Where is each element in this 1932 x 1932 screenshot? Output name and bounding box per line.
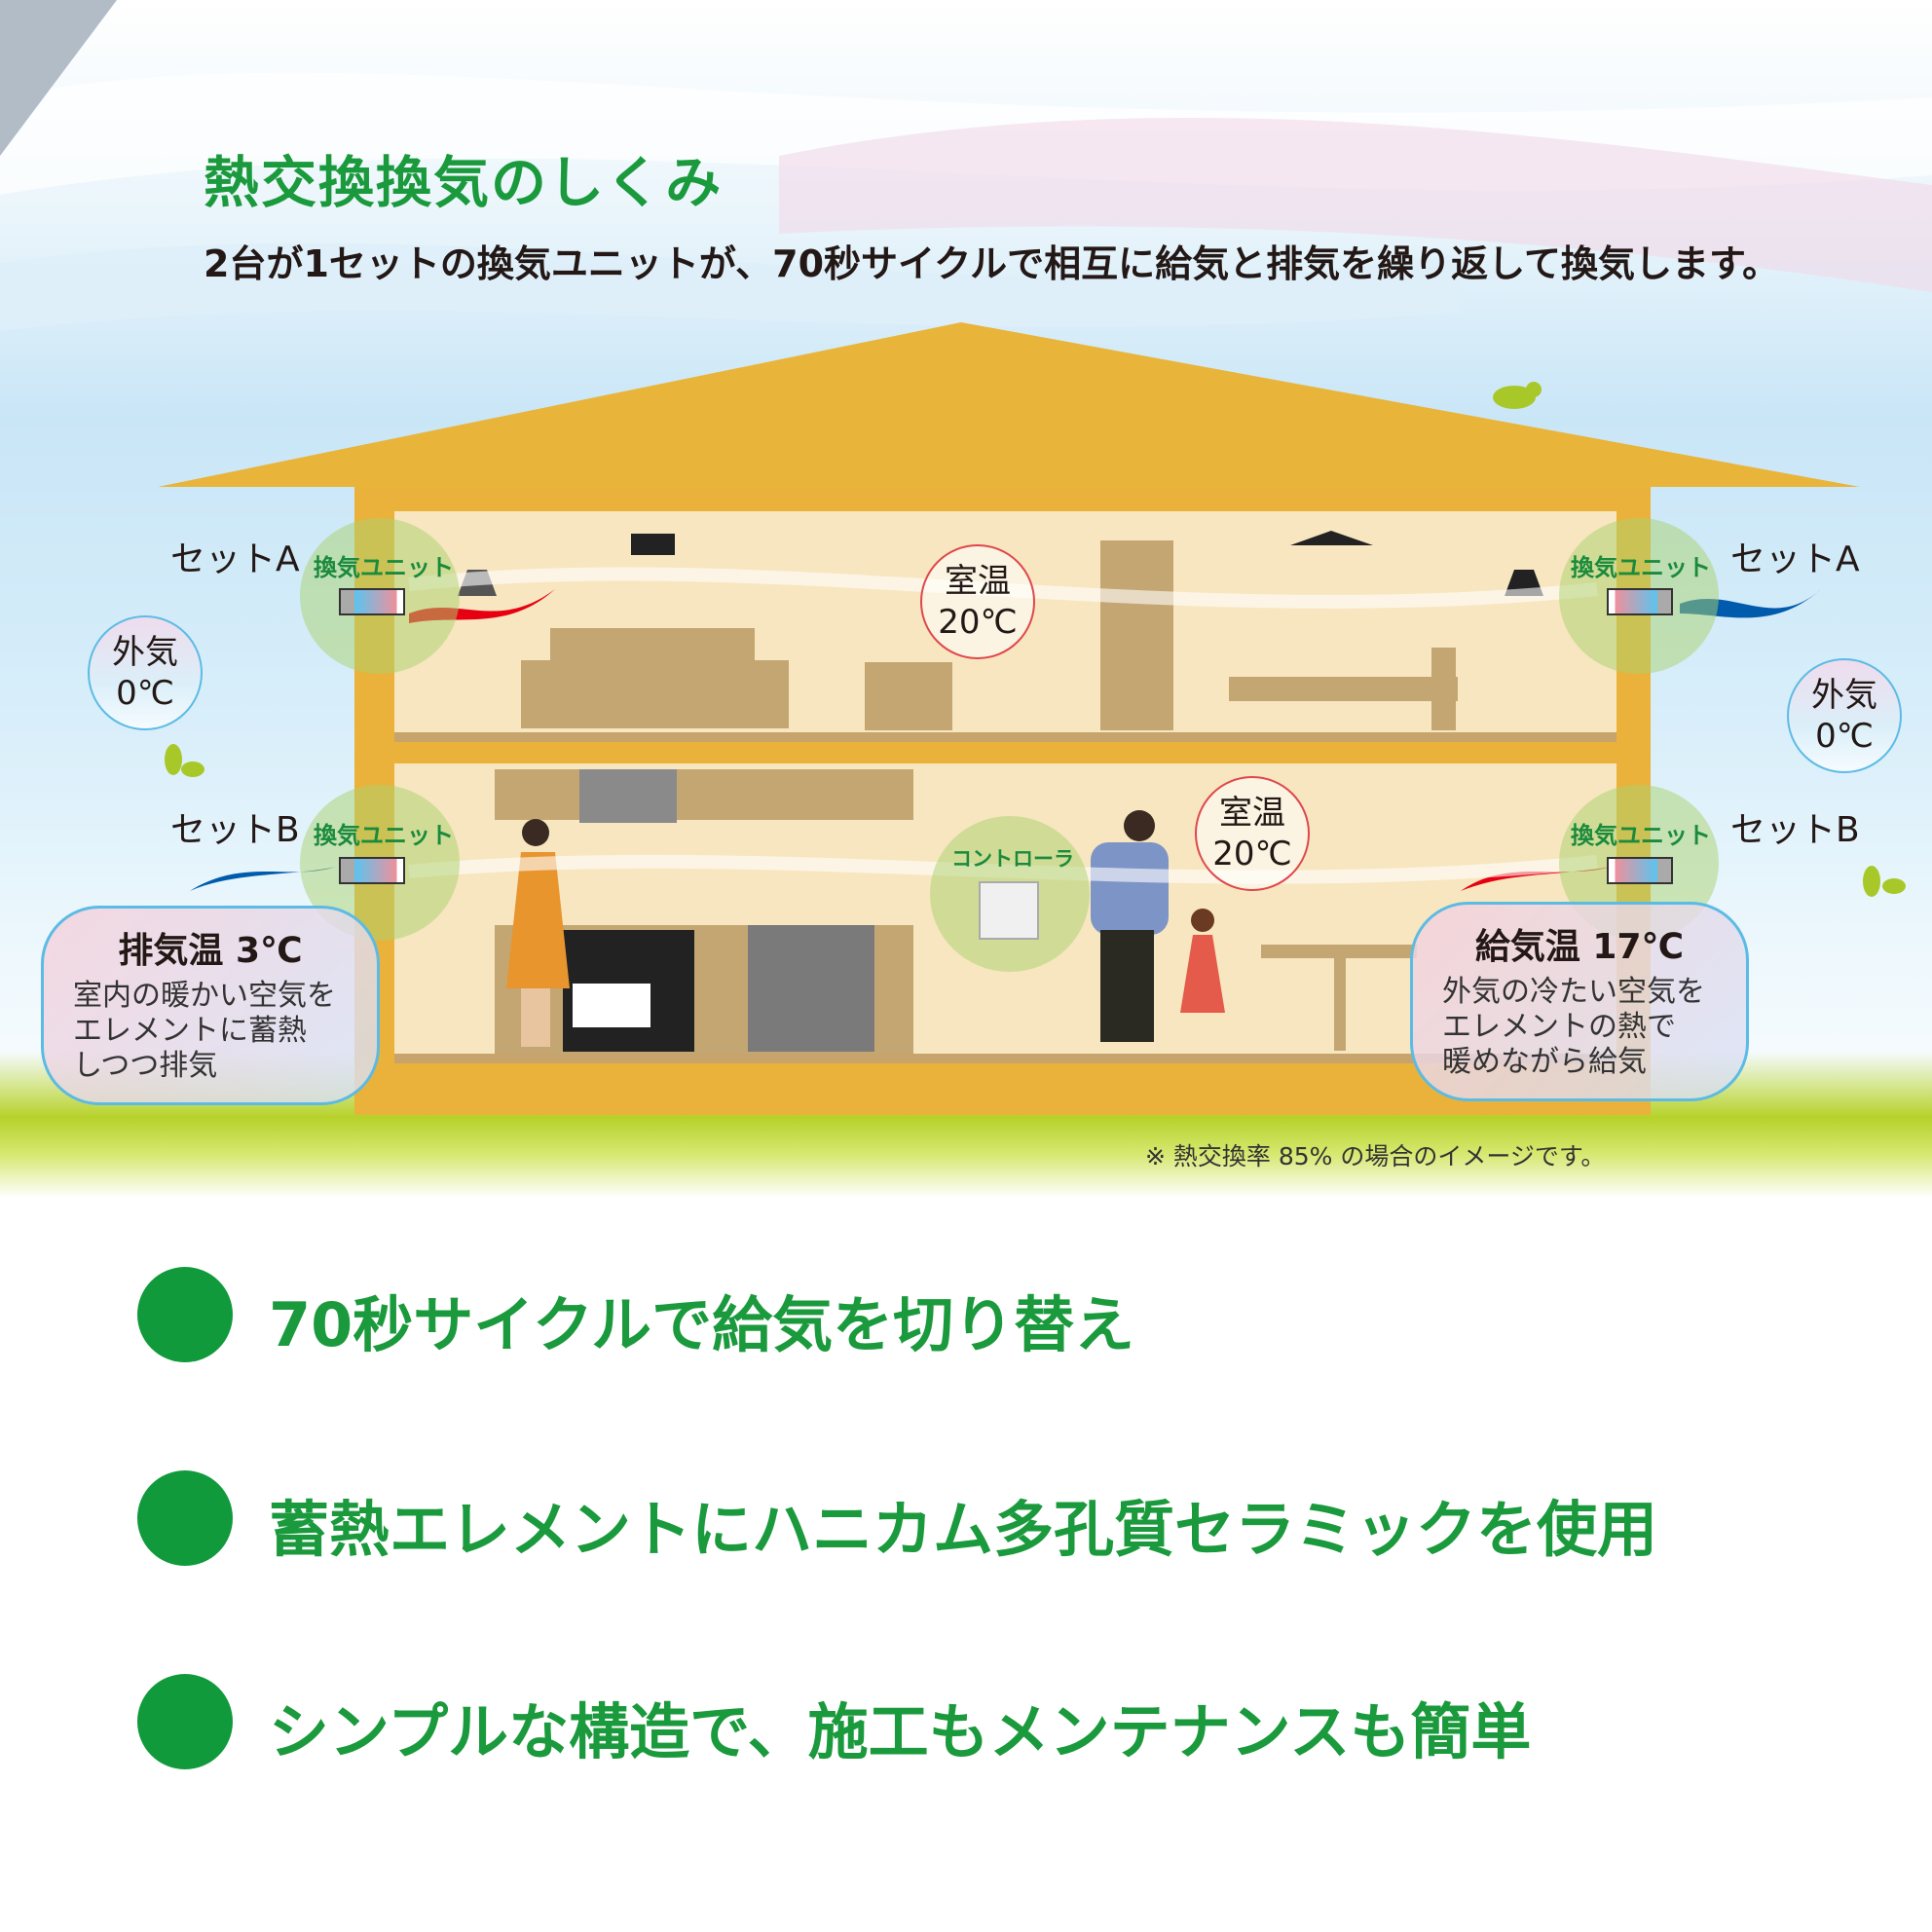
room-temp-label: 室温 (945, 562, 1011, 601)
ventilation-unit-icon (1607, 588, 1673, 615)
exhaust-desc-line: 室内の暖かい空気を (73, 979, 336, 1013)
room-temp-label: 室温 (1219, 794, 1285, 833)
roof (158, 322, 1860, 487)
bird-icon (1493, 382, 1542, 409)
exhaust-temp-title: 排気温 3℃ (118, 931, 303, 971)
corner-decoration (0, 0, 117, 156)
set-a-label: セットA (170, 539, 300, 579)
ceiling-lamp (1290, 531, 1373, 545)
unit-label: 換気ユニット (314, 822, 454, 849)
bullet-dot-icon (137, 1674, 233, 1769)
room-temp-value: 20℃ (1212, 835, 1292, 873)
butterfly-icon (1863, 866, 1906, 897)
outside-air-bubble: 外気 0℃ (1787, 658, 1902, 773)
feature-item: 蓄熱エレメントにハニカム多孔質セラミックを使用 (269, 1494, 1658, 1565)
dishwasher (748, 925, 874, 1052)
ventilation-unit-icon (339, 857, 405, 884)
exhaust-desc-line: エレメントに蓄熱 (73, 1014, 307, 1048)
room-temp-value: 20℃ (938, 603, 1018, 642)
footnote: ※ 熱交換率 85% の場合のイメージです。 (1145, 1142, 1606, 1170)
supply-desc-line: 暖めながら給気 (1442, 1045, 1647, 1079)
controller-label: コントローラ (951, 847, 1074, 871)
set-a-label: セットA (1730, 539, 1860, 579)
cold-air-flow (190, 867, 336, 891)
room-temp-bubble: 室温 20℃ (1195, 776, 1310, 891)
exhaust-info-box: 排気温 3℃ 室内の暖かい空気を エレメントに蓄熱 しつつ排気 (41, 906, 380, 1105)
woman-figure (506, 819, 570, 1047)
room-temp-bubble: 室温 20℃ (920, 544, 1035, 659)
controller-panel-icon (979, 881, 1039, 940)
supply-temp-title: 給気温 17℃ (1474, 927, 1685, 967)
butterfly-icon (165, 744, 204, 777)
lower-floor (394, 1054, 1616, 1063)
ventilation-unit-icon (339, 588, 405, 615)
outside-label: 外気 (1811, 676, 1877, 715)
range-hood (579, 769, 677, 823)
upper-floor (394, 732, 1616, 742)
girl-figure (1180, 909, 1225, 1013)
feature-item: 70秒サイクルで給気を切り替え (269, 1289, 1135, 1360)
exhaust-desc-line: しつつ排気 (73, 1049, 218, 1083)
page-subtitle: 2台が1セットの換気ユニットが、70秒サイクルで相互に給気と排気を繰り返して換気… (204, 242, 1780, 285)
outside-temp: 0℃ (116, 674, 174, 713)
supply-desc-line: エレメントの熱で (1442, 1010, 1676, 1044)
unit-label: 換気ユニット (314, 554, 454, 581)
unit-label: 換気ユニット (1571, 822, 1711, 849)
wall-unit (631, 534, 675, 555)
outside-label: 外気 (112, 633, 178, 672)
outside-air-bubble: 外気 0℃ (88, 615, 203, 730)
man-figure (1091, 810, 1169, 1042)
outside-temp: 0℃ (1815, 717, 1874, 756)
set-b-label: セットB (170, 810, 300, 850)
supply-desc-line: 外気の冷たい空気を (1442, 975, 1705, 1009)
wind-swoosh-decoration (0, 72, 1932, 331)
feature-item: シンプルな構造で、施工もメンテナンスも簡単 (269, 1696, 1532, 1767)
bullet-dot-icon (137, 1470, 233, 1566)
supply-info-box: 給気温 17℃ 外気の冷たい空気を エレメントの熱で 暖めながら給気 (1410, 902, 1749, 1101)
page-title: 熱交換換気のしくみ (204, 151, 724, 215)
bullet-dot-icon (137, 1267, 233, 1362)
unit-label: 換気ユニット (1571, 554, 1711, 581)
set-b-label: セットB (1730, 810, 1860, 850)
ventilation-unit-icon (1607, 857, 1673, 884)
